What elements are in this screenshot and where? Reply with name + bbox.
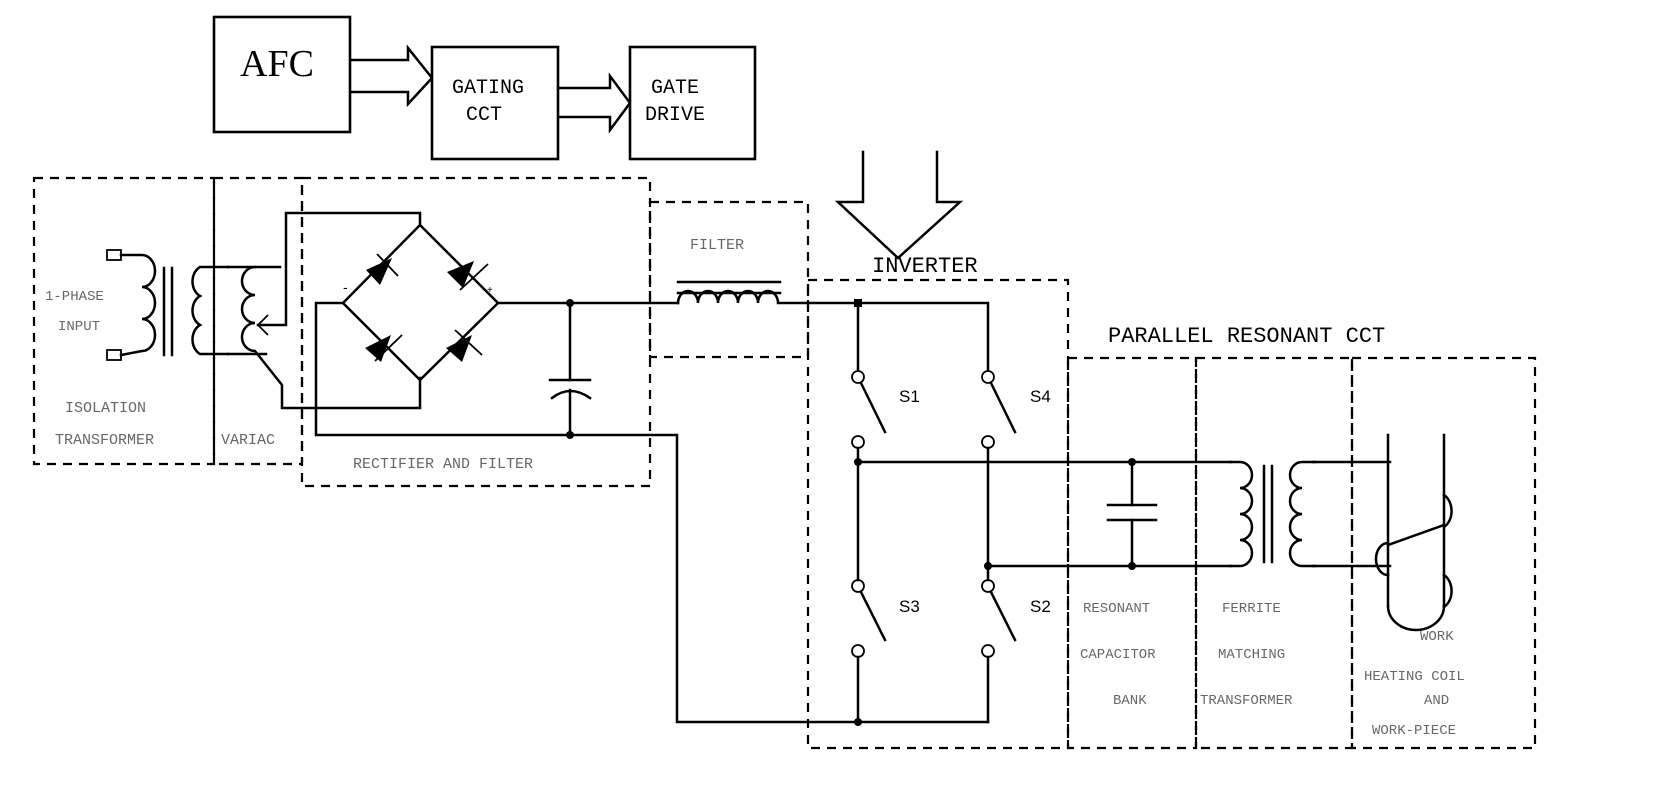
bridge-plus-label: + xyxy=(487,285,493,296)
filter-label: FILTER xyxy=(690,237,744,254)
isolation-transformer: 1-PHASE INPUT ISOLATION TRANSFORMER xyxy=(45,249,230,449)
work-label-3: AND xyxy=(1424,693,1449,709)
switch-s1-label: S1 xyxy=(899,387,920,406)
work-coil-section xyxy=(1350,356,1537,750)
gating-to-drive-arrow xyxy=(558,72,632,134)
input-label-2: INPUT xyxy=(58,319,100,335)
parallel-resonant-label: PARALLEL RESONANT CCT xyxy=(1108,324,1385,349)
afc-to-gating-arrow xyxy=(350,44,434,108)
inverter-section xyxy=(806,278,1070,750)
thyristor-1 xyxy=(366,253,399,285)
filter-capacitor: RECTIFIER AND FILTER xyxy=(353,299,990,724)
ferrite-transformer-section xyxy=(1194,356,1354,750)
resonant-cap-label-3: BANK xyxy=(1113,693,1147,709)
switch-s1: S1 xyxy=(851,370,920,449)
switch-s2: S2 xyxy=(981,579,1051,658)
switch-s3-label: S3 xyxy=(899,597,920,616)
switch-s4: S4 xyxy=(981,370,1051,449)
bridge-minus-label: - xyxy=(343,279,348,295)
isolation-transformer-section xyxy=(32,176,216,466)
input-label-1: 1-PHASE xyxy=(45,289,104,305)
gating-label-2: CCT xyxy=(466,104,502,127)
afc-label: AFC xyxy=(240,43,314,85)
ferrite-label-1: FERRITE xyxy=(1222,601,1281,617)
inverter: INVERTER S1 S4 S3 xyxy=(851,254,1392,726)
switch-s2-label: S2 xyxy=(1030,597,1051,616)
filter-section xyxy=(648,200,810,359)
resonant-cap-label-2: CAPACITOR xyxy=(1080,647,1156,663)
work-label-4: WORK-PIECE xyxy=(1372,723,1456,739)
afc-block: AFC xyxy=(212,15,352,134)
gate-drive-label-2: DRIVE xyxy=(645,104,705,127)
gate-drive-label-1: GATE xyxy=(651,77,699,100)
resonant-cap-label-1: RESONANT xyxy=(1083,601,1150,617)
switch-s3: S3 xyxy=(851,579,920,658)
rectifier-filter-section xyxy=(300,176,652,488)
ferrite-matching-transformer: FERRITE MATCHING TRANSFORMER xyxy=(1200,458,1317,709)
variac: VARIAC xyxy=(221,211,422,449)
ferrite-label-3: TRANSFORMER xyxy=(1200,693,1293,709)
variac-section xyxy=(212,176,304,466)
filter-inductor: FILTER xyxy=(676,237,860,305)
gate-drive-block: GATE DRIVE xyxy=(628,45,757,161)
thyristor-2 xyxy=(447,261,489,291)
gating-cct-block: GATING CCT xyxy=(430,45,560,161)
variac-label: VARIAC xyxy=(221,432,275,449)
work-label-2: HEATING COIL xyxy=(1364,669,1465,685)
inverter-label: INVERTER xyxy=(872,254,978,279)
thyristor-3 xyxy=(365,334,403,362)
rectifier-filter-label: RECTIFIER AND FILTER xyxy=(353,456,533,473)
thyristor-4 xyxy=(446,329,483,362)
resonant-capacitor: RESONANT CAPACITOR BANK xyxy=(1080,458,1158,709)
work-coil: WORK HEATING COIL AND WORK-PIECE xyxy=(1364,433,1465,739)
isolation-label-2: TRANSFORMER xyxy=(55,432,154,449)
drive-to-inverter-arrow xyxy=(834,150,964,260)
ferrite-label-2: MATCHING xyxy=(1218,647,1285,663)
work-label-1: WORK xyxy=(1420,629,1454,645)
gating-label-1: GATING xyxy=(452,77,524,100)
bridge-rectifier: - + xyxy=(314,223,572,437)
switch-s4-label: S4 xyxy=(1030,387,1051,406)
isolation-label-1: ISOLATION xyxy=(65,400,146,417)
